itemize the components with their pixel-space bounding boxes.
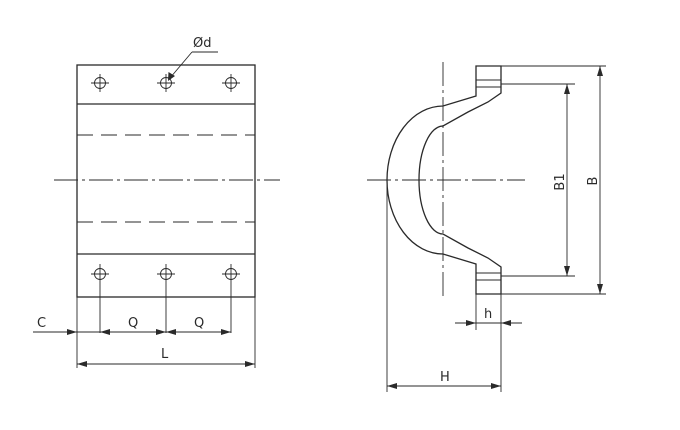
dimension-c-label: C — [37, 316, 46, 331]
dimension-c-q: C Q Q — [33, 297, 256, 368]
bolt-hole — [157, 264, 175, 333]
dimension-l: L — [77, 347, 255, 367]
dimension-h-small: h — [455, 294, 522, 392]
hole-diameter-label: Ød — [193, 36, 211, 51]
front-view: Ød C Q Q L — [33, 36, 280, 368]
dimension-h-small-label: h — [484, 307, 492, 322]
dimension-l-label: L — [161, 347, 169, 362]
bolt-hole — [91, 74, 109, 92]
dimension-b1-label: B1 — [553, 173, 568, 190]
dimension-q2-label: Q — [194, 316, 204, 331]
dimension-b-label: B — [586, 177, 601, 186]
front-view-outline — [76, 64, 256, 298]
hole-diameter-callout: Ød — [168, 36, 218, 81]
dimension-h-large: H — [386, 180, 501, 392]
bolt-hole — [157, 74, 175, 92]
dimension-h-large-label: H — [440, 370, 450, 385]
side-view: B1 B h H — [367, 62, 606, 392]
clamp-profile — [386, 65, 502, 295]
dimension-b1: B1 — [501, 83, 575, 277]
dimension-q1-label: Q — [128, 316, 138, 331]
bolt-hole — [222, 264, 240, 333]
bolt-hole — [91, 264, 109, 333]
dimension-b: B — [501, 65, 606, 295]
bolt-hole — [222, 74, 240, 92]
